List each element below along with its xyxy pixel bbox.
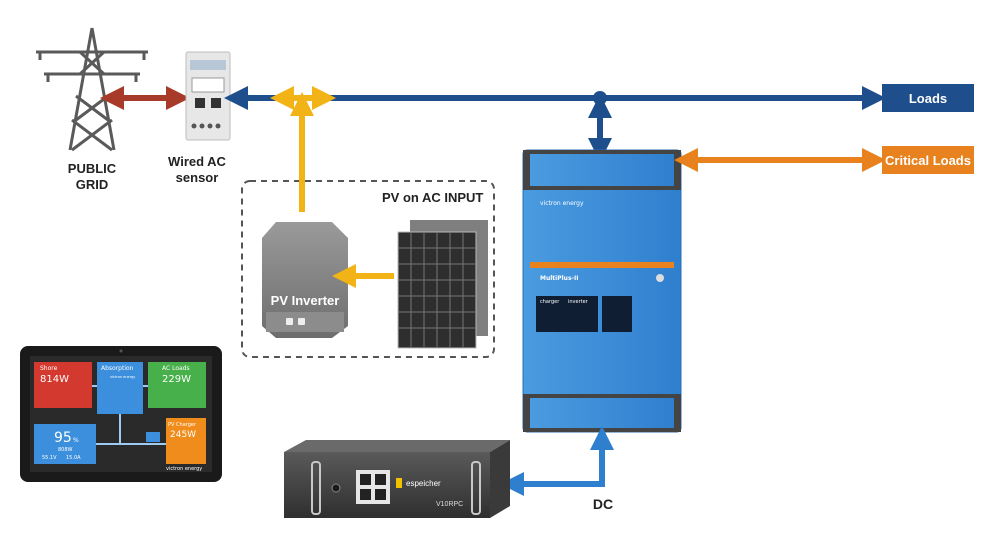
pv-group-label: PV on AC INPUT xyxy=(382,190,483,205)
battery-tile xyxy=(34,424,96,464)
critical-loads-label: Critical Loads xyxy=(885,153,971,168)
public-grid-label-2: GRID xyxy=(76,177,109,192)
loads-tag: Loads xyxy=(882,84,974,112)
gx-brand: victron energy xyxy=(166,466,202,472)
gx-ac-loads-title: AC Loads xyxy=(162,365,190,372)
multiplus-inverter xyxy=(522,149,682,433)
loads-label: Loads xyxy=(909,91,947,106)
gx-pv-value: 245W xyxy=(170,430,196,440)
gx-ac-loads-value: 229W xyxy=(162,374,191,385)
gx-absorption-title: Absorption xyxy=(101,365,134,372)
dc-link xyxy=(500,426,614,496)
critical-loads-tag: Critical Loads xyxy=(882,146,974,174)
pv-inverter-device xyxy=(262,222,348,338)
gx-shore-value: 814W xyxy=(40,374,69,385)
shore-tile xyxy=(34,362,92,408)
gx-battery-soc-unit: % xyxy=(73,437,79,444)
public-grid-label: PUBLIC xyxy=(68,161,117,176)
inverter-model: MultiPlus-II xyxy=(540,275,578,282)
absorption-tile xyxy=(97,362,143,414)
battery-brand: espeicher xyxy=(406,479,441,488)
battery-unit xyxy=(284,440,510,518)
ac-sensor-meter xyxy=(185,51,231,141)
ac-sensor-label-2: sensor xyxy=(176,170,219,185)
gx-battery-power: 808W xyxy=(58,447,73,453)
ac-sensor-label: Wired AC xyxy=(168,154,227,169)
pv-panel-icon xyxy=(397,220,488,349)
gx-pv-title: PV Charger xyxy=(168,422,197,428)
gx-battery-volts: 55.1V xyxy=(42,455,57,461)
pv-inverter-label: PV Inverter xyxy=(271,293,340,308)
inverter-col-charger: charger xyxy=(540,299,560,305)
gx-absorption-sub: victron energy xyxy=(110,375,135,379)
gx-battery-amps: 15.0A xyxy=(66,455,81,461)
inverter-col-inverter: inverter xyxy=(568,299,589,305)
dc-label: DC xyxy=(593,496,613,512)
battery-model: V10RPC xyxy=(436,501,463,508)
gx-shore-title: Shore xyxy=(40,365,58,372)
ac-bus-junction xyxy=(593,91,607,105)
gx-touch-panel xyxy=(20,346,222,482)
inverter-brand: victron energy xyxy=(540,200,584,207)
pv-group-frame xyxy=(241,180,495,358)
pv-charger-tile xyxy=(166,418,206,464)
ac-loads-tile xyxy=(148,362,206,408)
gx-battery-soc: 95 xyxy=(54,430,72,446)
power-pylon-icon xyxy=(36,27,148,152)
